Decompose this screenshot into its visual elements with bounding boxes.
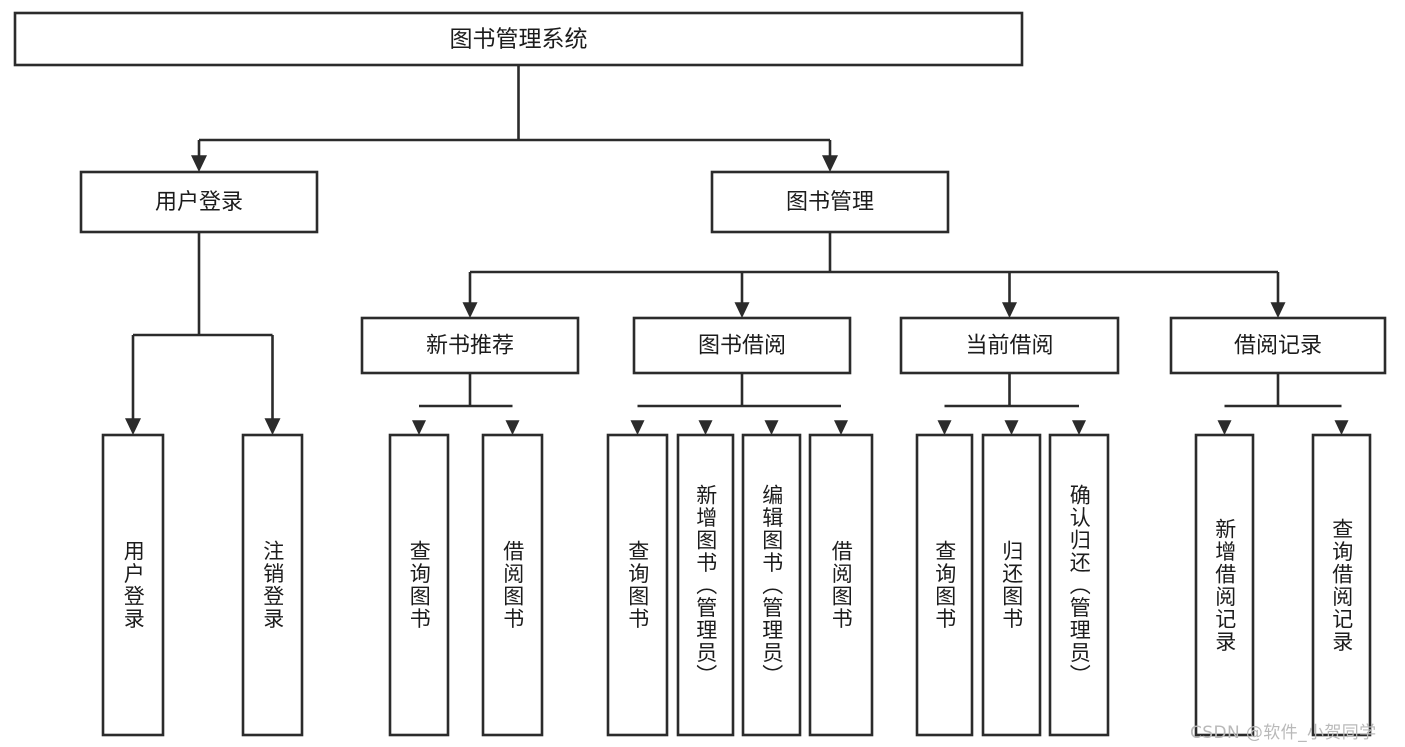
node-leaf-query-record[interactable] <box>1311 433 1372 737</box>
node-leaf-borrow-book-1[interactable] <box>481 433 544 737</box>
arrow-head <box>1217 420 1232 435</box>
node-current-borrow[interactable]: 当前借阅 <box>899 316 1120 375</box>
node-user-login[interactable]: 用户登录 <box>79 170 319 234</box>
node-leaf-borrow-book-2[interactable] <box>808 433 874 737</box>
node-root[interactable]: 图书管理系统 <box>13 11 1024 67</box>
node-leaf-confirm-return[interactable] <box>1048 433 1110 737</box>
watermark-text: CSDN @软件_小贺同学 <box>1190 723 1377 743</box>
node-leaf-add-record[interactable] <box>1194 433 1255 737</box>
node-leaf-add-book[interactable] <box>676 433 735 737</box>
arrow-head <box>412 420 426 435</box>
arrow-head <box>125 418 141 435</box>
node-leaf-return-book[interactable] <box>981 433 1042 737</box>
arrow-head <box>822 155 838 172</box>
arrow-head <box>764 420 779 435</box>
node-label: 用户登录 <box>155 190 243 215</box>
node-leaf-user-login[interactable] <box>101 433 165 737</box>
node-label: 新书推荐 <box>426 334 514 359</box>
arrow-head <box>1004 420 1019 435</box>
node-new-book-rec[interactable]: 新书推荐 <box>360 316 580 375</box>
arrow-head <box>1270 302 1286 318</box>
node-leaf-query-book-1[interactable] <box>388 433 450 737</box>
arrow-head <box>462 302 478 318</box>
arrow-head <box>698 420 713 435</box>
node-leaf-edit-book[interactable] <box>741 433 802 737</box>
node-label: 借阅记录 <box>1234 334 1322 359</box>
arrow-head <box>264 418 281 435</box>
node-leaf-query-book-2[interactable] <box>606 433 669 737</box>
arrow-head <box>937 420 952 435</box>
node-leaf-logout[interactable] <box>241 433 304 737</box>
node-book-manage[interactable]: 图书管理 <box>710 170 950 234</box>
node-label: 图书管理 <box>786 190 874 215</box>
node-label: 图书借阅 <box>698 334 786 359</box>
node-leaf-query-book-3[interactable] <box>915 433 974 737</box>
node-label: 当前借阅 <box>965 334 1053 359</box>
node-borrow-record[interactable]: 借阅记录 <box>1169 316 1387 375</box>
arrow-head <box>630 420 645 435</box>
node-book-borrow[interactable]: 图书借阅 <box>632 316 852 375</box>
arrow-head <box>191 155 207 172</box>
node-label: 图书管理系统 <box>450 27 588 53</box>
arrow-head <box>834 420 848 435</box>
arrow-head <box>1334 420 1349 435</box>
arrow-head <box>1072 420 1086 435</box>
arrow-head <box>1002 302 1017 318</box>
arrow-head <box>734 302 750 318</box>
arrow-head <box>505 420 520 435</box>
